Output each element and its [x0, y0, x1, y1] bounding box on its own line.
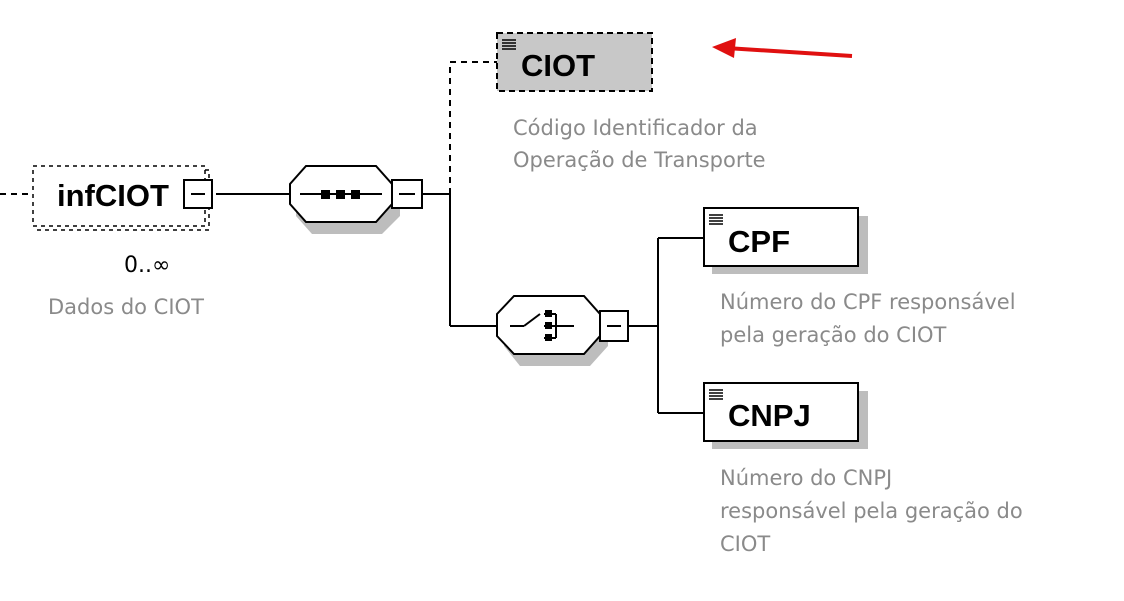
choice-compositor[interactable]: [496, 295, 629, 366]
choice-compositor-icon: [510, 310, 574, 341]
sequence-compositor[interactable]: [289, 165, 423, 234]
ciot-annotation-line-2: Operação de Transporte: [513, 148, 766, 172]
element-infciot[interactable]: infCIOT 0..∞ Dados do CIOT: [32, 165, 213, 319]
cpf-annotation-line-2: pela geração do CIOT: [720, 323, 947, 347]
cpf-annotation-line-1: Número do CPF responsável: [720, 290, 1016, 314]
cnpj-annotation-line-3: CIOT: [720, 532, 770, 556]
text-content-icon: [709, 389, 723, 400]
infciot-cardinality: 0..∞: [124, 253, 170, 278]
infciot-label: infCIOT: [57, 178, 169, 213]
text-content-icon: [709, 214, 723, 225]
cnpj-box: [703, 382, 859, 442]
infciot-box: [32, 165, 206, 227]
sequence-compositor-icon: [300, 190, 382, 199]
element-ciot[interactable]: CIOT Código Identificador da Operação de…: [496, 32, 766, 172]
cnpj-annotation-line-2: responsável pela geração do: [720, 499, 1023, 523]
pointer-arrow: [712, 38, 853, 58]
collapse-icon[interactable]: [183, 179, 213, 209]
element-cpf[interactable]: CPF Número do CPF responsável pela geraç…: [703, 207, 1016, 347]
ciot-label: CIOT: [521, 48, 595, 83]
cnpj-label: CNPJ: [728, 398, 811, 433]
cnpj-annotation-line-1: Número do CNPJ: [720, 466, 892, 490]
element-cnpj[interactable]: CNPJ Número do CNPJ responsável pela ger…: [703, 382, 1023, 556]
ciot-annotation-line-1: Código Identificador da: [513, 116, 758, 140]
collapse-icon[interactable]: [391, 179, 423, 209]
cpf-box: [703, 207, 859, 267]
cpf-label: CPF: [728, 224, 790, 259]
collapse-icon[interactable]: [599, 310, 629, 342]
connector-lines: [0, 61, 704, 414]
infciot-annotation: Dados do CIOT: [48, 295, 204, 319]
text-content-icon: [502, 39, 516, 50]
ciot-box: [496, 32, 653, 92]
